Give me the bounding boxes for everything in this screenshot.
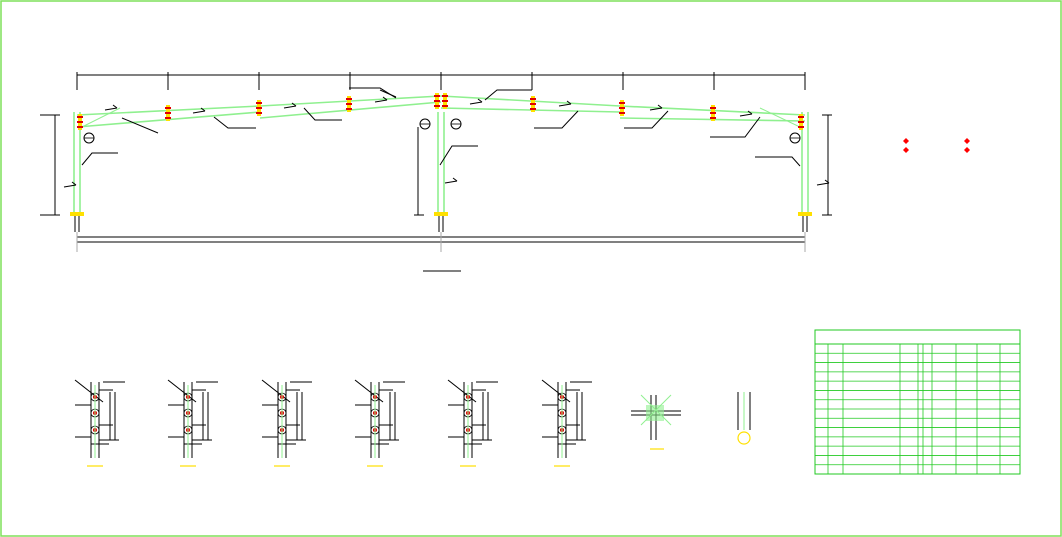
detail-leader [167, 379, 197, 403]
title-block-table [814, 329, 1021, 475]
bolt-mark [434, 100, 440, 102]
bolt-mark [798, 126, 804, 128]
bolt-mark [77, 116, 83, 118]
connection-detail [631, 394, 681, 450]
bolt-mark [346, 108, 352, 110]
bolt-mark [346, 98, 352, 100]
arrow-tick [816, 182, 830, 186]
detail-leader [541, 379, 571, 403]
leader-line [349, 87, 397, 99]
bolt-mark [256, 102, 262, 104]
detail-leader [261, 379, 291, 403]
connection-detail [74, 379, 125, 467]
bolt-mark [530, 98, 536, 100]
section-marker [903, 147, 909, 153]
detail-leader [354, 379, 384, 403]
bolt-mark [442, 100, 448, 102]
bolt-mark [619, 102, 625, 104]
arrow-tick [200, 107, 206, 112]
arrow-tick [382, 96, 388, 101]
section-marker [903, 138, 909, 144]
connection-detail [167, 379, 218, 467]
arrow-tick [566, 100, 572, 105]
rafter-top [440, 95, 621, 107]
arrow-tick [477, 98, 483, 103]
section-marker [964, 138, 970, 144]
leader-line [121, 117, 159, 134]
haunch-line [759, 107, 803, 129]
arrow-tick [649, 107, 663, 111]
arrow-tick [657, 104, 663, 109]
bolt-mark [165, 112, 171, 114]
leader-line [303, 107, 342, 121]
arrow-tick [739, 113, 753, 117]
arrow-tick [63, 184, 77, 188]
bolt-mark [619, 107, 625, 109]
haunch-line [79, 107, 121, 129]
bolt-mark [165, 107, 171, 109]
detail-leader [447, 379, 477, 403]
section-markers [903, 138, 970, 153]
portal-frame-elevation [40, 72, 832, 272]
connection-detail [261, 379, 312, 467]
arrow-tick [112, 104, 118, 109]
detail-leader [74, 379, 104, 403]
arrow-tick [291, 102, 297, 107]
bolt-mark [530, 108, 536, 110]
leader-line [439, 145, 478, 166]
leader-line [755, 156, 801, 167]
bolt-mark [710, 117, 716, 119]
bolt-mark [798, 116, 804, 118]
arrow-tick [192, 110, 206, 114]
bolt-mark [77, 126, 83, 128]
table-border [814, 329, 1021, 475]
base-plate [798, 212, 812, 216]
bolt-mark [442, 95, 448, 97]
connection-details-row [74, 379, 751, 467]
arrow-tick [283, 105, 297, 109]
bolt-mark [619, 112, 625, 114]
bolt-mark [165, 117, 171, 119]
bolt-mark [434, 95, 440, 97]
base-plate [70, 212, 84, 216]
connection-detail [354, 379, 405, 467]
detail-plate-fill [646, 405, 664, 421]
arrow-tick [747, 110, 753, 115]
detail-diagonal [640, 394, 672, 426]
arrow-tick [71, 181, 77, 186]
bolt-mark [798, 121, 804, 123]
leader-line [710, 116, 761, 138]
leader-line [624, 110, 669, 129]
arrow-tick [558, 103, 572, 107]
bolt-mark [434, 105, 440, 107]
arrow-tick [469, 101, 483, 105]
bolt-mark [256, 112, 262, 114]
leader-line [484, 89, 532, 101]
section-marker [964, 147, 970, 153]
leader-line [213, 116, 256, 129]
bolt-mark [442, 105, 448, 107]
arrow-tick [452, 177, 458, 182]
arrow-tick [444, 180, 458, 184]
bolt-mark [346, 103, 352, 105]
bolt-mark [256, 107, 262, 109]
bolt-mark [710, 107, 716, 109]
anchor-hook [737, 431, 751, 445]
arrow-tick [104, 107, 118, 111]
connection-detail [541, 379, 592, 467]
anchor-detail [737, 392, 751, 445]
bolt-mark [710, 112, 716, 114]
arrow-tick [374, 99, 388, 103]
connection-detail [447, 379, 498, 467]
leader-line [81, 152, 118, 166]
bolt-mark [530, 103, 536, 105]
base-plate [434, 212, 448, 216]
bolt-mark [77, 121, 83, 123]
leader-line [534, 110, 579, 129]
